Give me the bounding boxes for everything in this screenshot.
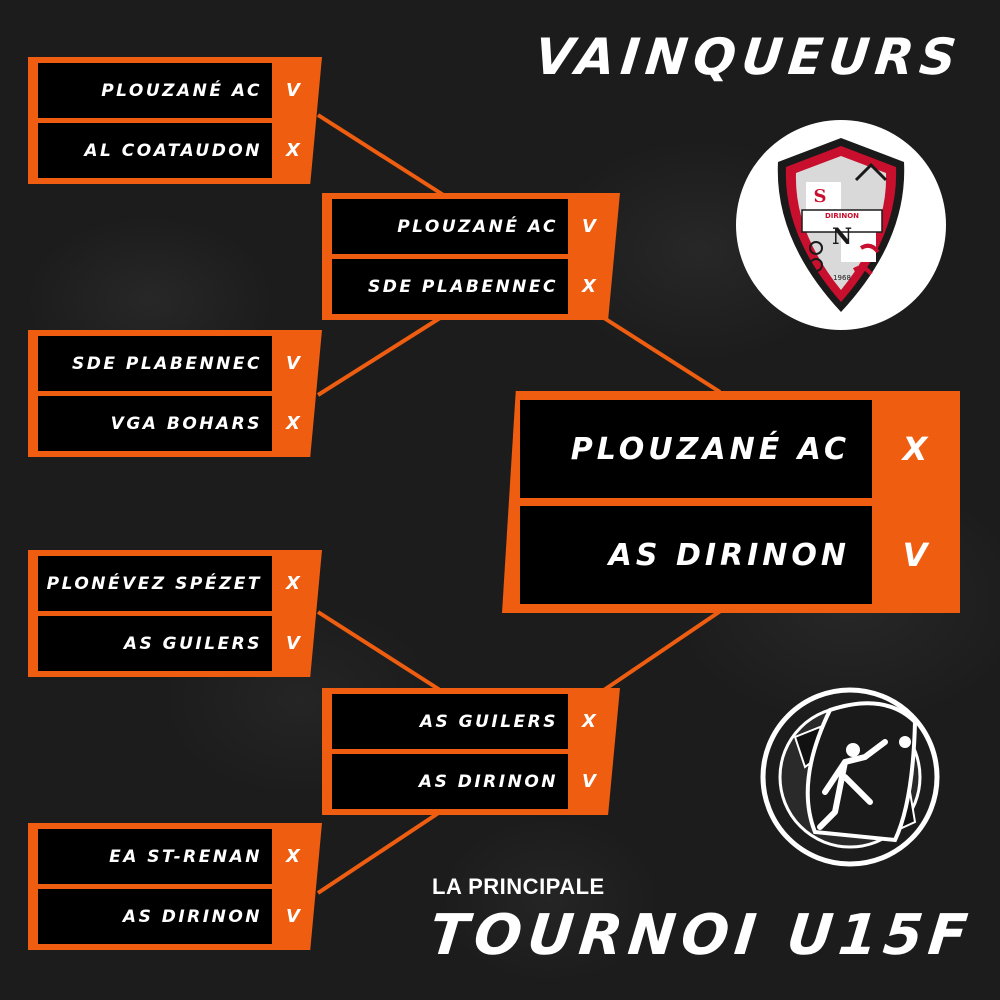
crest-club-name: DIRINON bbox=[825, 212, 859, 220]
result-mark: X bbox=[286, 140, 300, 161]
result-mark: X bbox=[286, 573, 300, 594]
team-name: AS DIRINON bbox=[418, 771, 558, 792]
match-r1-2: SDE PLABENNEC V VGA BOHARS X bbox=[28, 330, 322, 457]
match-final: PLOUZANÉ AC X AS DIRINON V bbox=[502, 391, 960, 613]
club-crest: DIRINON N S 1968 bbox=[736, 120, 946, 330]
crest-top-letters: S bbox=[814, 186, 827, 207]
team-name: PLOUZANÉ AC bbox=[101, 80, 262, 101]
result-mark: X bbox=[582, 276, 596, 297]
football-player-icon bbox=[760, 687, 940, 867]
result-mark: V bbox=[902, 536, 928, 574]
team-row: AS DIRINON bbox=[332, 754, 568, 809]
team-row: PLOUZANÉ AC bbox=[38, 63, 272, 118]
result-mark: V bbox=[286, 906, 300, 927]
team-name: PLONÉVEZ SPÉZET bbox=[46, 573, 262, 594]
team-name: SDE PLABENNEC bbox=[72, 353, 262, 374]
page-title: VAINQUEURS bbox=[532, 28, 966, 86]
tournament-logo bbox=[735, 682, 965, 876]
team-row: SDE PLABENNEC bbox=[332, 259, 568, 314]
team-name: AL COATAUDON bbox=[84, 140, 262, 161]
shield-icon: DIRINON N S 1968 bbox=[777, 138, 905, 312]
result-mark: V bbox=[582, 771, 596, 792]
connector-m2-semi1 bbox=[316, 316, 442, 397]
result-mark: X bbox=[286, 413, 300, 434]
team-row: EA ST-RENAN bbox=[38, 829, 272, 884]
team-row: AL COATAUDON bbox=[38, 123, 272, 178]
team-name: EA ST-RENAN bbox=[109, 846, 262, 867]
connector-m1-semi1 bbox=[316, 113, 447, 198]
result-mark: X bbox=[582, 711, 596, 732]
team-row: AS DIRINON bbox=[38, 889, 272, 944]
team-name: VGA BOHARS bbox=[110, 413, 262, 434]
team-row: PLOUZANÉ AC bbox=[332, 199, 568, 254]
team-row: VGA BOHARS bbox=[38, 396, 272, 451]
match-r1-4: EA ST-RENAN X AS DIRINON V bbox=[28, 823, 322, 950]
result-mark: V bbox=[582, 216, 596, 237]
team-row: PLONÉVEZ SPÉZET bbox=[38, 556, 272, 611]
match-r1-1: PLOUZANÉ AC V AL COATAUDON X bbox=[28, 57, 322, 184]
match-semi-1: PLOUZANÉ AC V SDE PLABENNEC X bbox=[322, 193, 620, 320]
team-row: PLOUZANÉ AC bbox=[520, 400, 872, 498]
connector-semi2-final bbox=[602, 608, 724, 692]
team-name: AS GUILERS bbox=[123, 633, 262, 654]
crest-letter: N bbox=[832, 224, 852, 250]
team-name: PLOUZANÉ AC bbox=[570, 431, 850, 467]
match-r1-3: PLONÉVEZ SPÉZET X AS GUILERS V bbox=[28, 550, 322, 677]
crest-year: 1968 bbox=[833, 274, 851, 282]
team-name: AS GUILERS bbox=[419, 711, 558, 732]
result-mark: X bbox=[902, 430, 928, 468]
result-mark: V bbox=[286, 353, 300, 374]
connector-m3-semi2 bbox=[316, 610, 442, 692]
tournament-subtitle: LA PRINCIPALE bbox=[432, 874, 605, 899]
team-name: SDE PLABENNEC bbox=[368, 276, 558, 297]
tournament-title: TOURNOI U15F bbox=[426, 903, 977, 968]
team-row: SDE PLABENNEC bbox=[38, 336, 272, 391]
connector-m4-semi2 bbox=[316, 810, 442, 895]
team-name: AS DIRINON bbox=[122, 906, 262, 927]
team-row: AS GUILERS bbox=[38, 616, 272, 671]
team-name: PLOUZANÉ AC bbox=[397, 216, 558, 237]
result-mark: X bbox=[286, 846, 300, 867]
result-mark: V bbox=[286, 80, 300, 101]
result-mark: V bbox=[286, 633, 300, 654]
team-row: AS GUILERS bbox=[332, 694, 568, 749]
connector-semi1-final bbox=[602, 316, 722, 394]
team-row: AS DIRINON bbox=[520, 506, 872, 604]
match-semi-2: AS GUILERS X AS DIRINON V bbox=[322, 688, 620, 815]
team-name: AS DIRINON bbox=[608, 537, 850, 573]
